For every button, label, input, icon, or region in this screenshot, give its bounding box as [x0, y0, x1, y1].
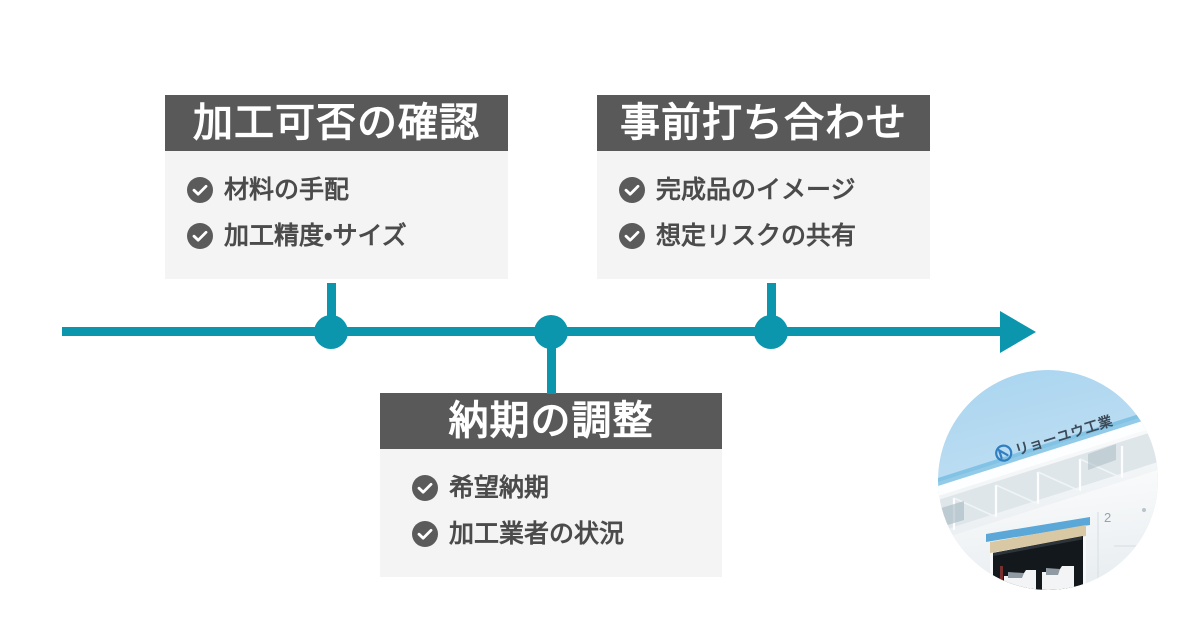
process-card-2: 事前打ち合わせ 完成品のイメージ 想定リスクの共有: [597, 95, 930, 279]
list-item-label: 加工精度・サイズ: [224, 222, 407, 250]
check-circle-icon: [187, 177, 213, 203]
list-item-label: 材料の手配: [224, 176, 350, 204]
process-card-2-items: 完成品のイメージ 想定リスクの共有: [597, 151, 930, 279]
timeline-node-1[interactable]: [314, 315, 348, 349]
process-card-1-title: 加工可否の確認: [165, 95, 508, 151]
list-item-label: 想定リスクの共有: [656, 222, 857, 250]
list-item: 完成品のイメージ: [619, 173, 930, 207]
list-item: 加工精度・サイズ: [187, 219, 508, 253]
list-item-label: 完成品のイメージ: [656, 176, 856, 204]
connector-stem-2: [547, 332, 556, 394]
check-circle-icon: [412, 475, 438, 501]
list-item: 想定リスクの共有: [619, 219, 930, 253]
timeline-node-2[interactable]: [534, 315, 568, 349]
process-card-2-title: 事前打ち合わせ: [597, 95, 930, 151]
connector-stem-3: [767, 283, 776, 329]
check-circle-icon: [187, 223, 213, 249]
process-card-3-title: 納期の調整: [380, 393, 722, 449]
check-circle-icon: [412, 521, 438, 547]
list-item: 加工業者の状況: [412, 517, 722, 551]
process-card-3-items: 希望納期 加工業者の状況: [380, 449, 722, 577]
process-card-1-items: 材料の手配 加工精度・サイズ: [165, 151, 508, 279]
svg-text:2: 2: [1104, 510, 1111, 525]
list-item-label: 加工業者の状況: [449, 520, 625, 548]
timeline-node-3[interactable]: [754, 315, 788, 349]
factory-photo: リョーユウ工業 2: [938, 370, 1158, 590]
list-item: 材料の手配: [187, 173, 508, 207]
list-item: 希望納期: [412, 471, 722, 505]
timeline-arrow-icon: [1000, 311, 1036, 353]
process-card-1: 加工可否の確認 材料の手配 加工精度・サイズ: [165, 95, 508, 279]
connector-stem-1: [327, 283, 336, 329]
list-item-label: 希望納期: [449, 474, 550, 502]
check-circle-icon: [619, 223, 645, 249]
process-card-3: 納期の調整 希望納期 加工業者の状況: [380, 393, 722, 577]
check-circle-icon: [619, 177, 645, 203]
